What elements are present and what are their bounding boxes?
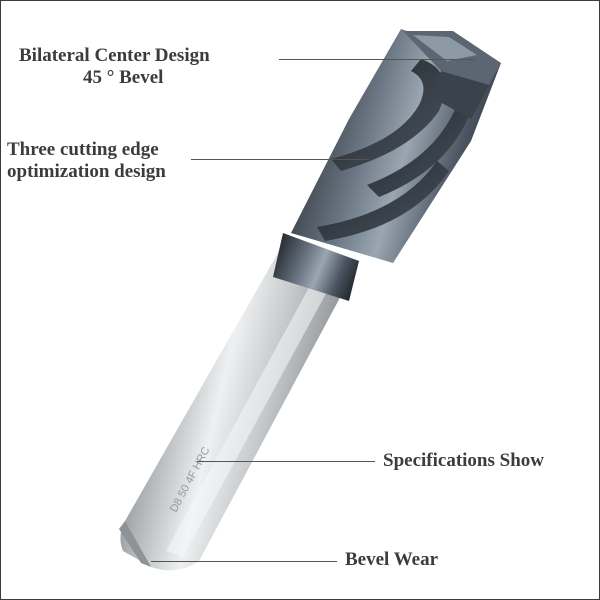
cutting-tip-face: [431, 71, 489, 119]
shank-end-chamfer: [119, 521, 151, 567]
shank-highlight: [166, 269, 336, 557]
callout-bilateral-line1: Bilateral Center Design: [19, 45, 210, 66]
leader-bevel-wear: [151, 561, 337, 562]
leader-cutting-edge: [191, 159, 369, 160]
callout-cutting-edge: Three cutting edge optimization design: [7, 139, 166, 183]
tip-highlight: [413, 35, 477, 61]
coating-transition: [273, 233, 359, 301]
leader-bilateral: [279, 59, 475, 60]
callout-cutting-line2: optimization design: [7, 161, 166, 182]
callout-specifications: Specifications Show: [383, 450, 544, 471]
flute-2: [367, 105, 471, 197]
callout-bilateral-line2: 45 ° Bevel: [83, 67, 164, 88]
leader-specifications: [197, 461, 375, 462]
flute-3: [317, 161, 449, 241]
callout-cutting-line1: Three cutting edge: [7, 139, 159, 160]
callout-bevel-wear: Bevel Wear: [345, 549, 439, 570]
callout-bilateral-center: Bilateral Center Design 45 ° Bevel: [19, 45, 210, 89]
